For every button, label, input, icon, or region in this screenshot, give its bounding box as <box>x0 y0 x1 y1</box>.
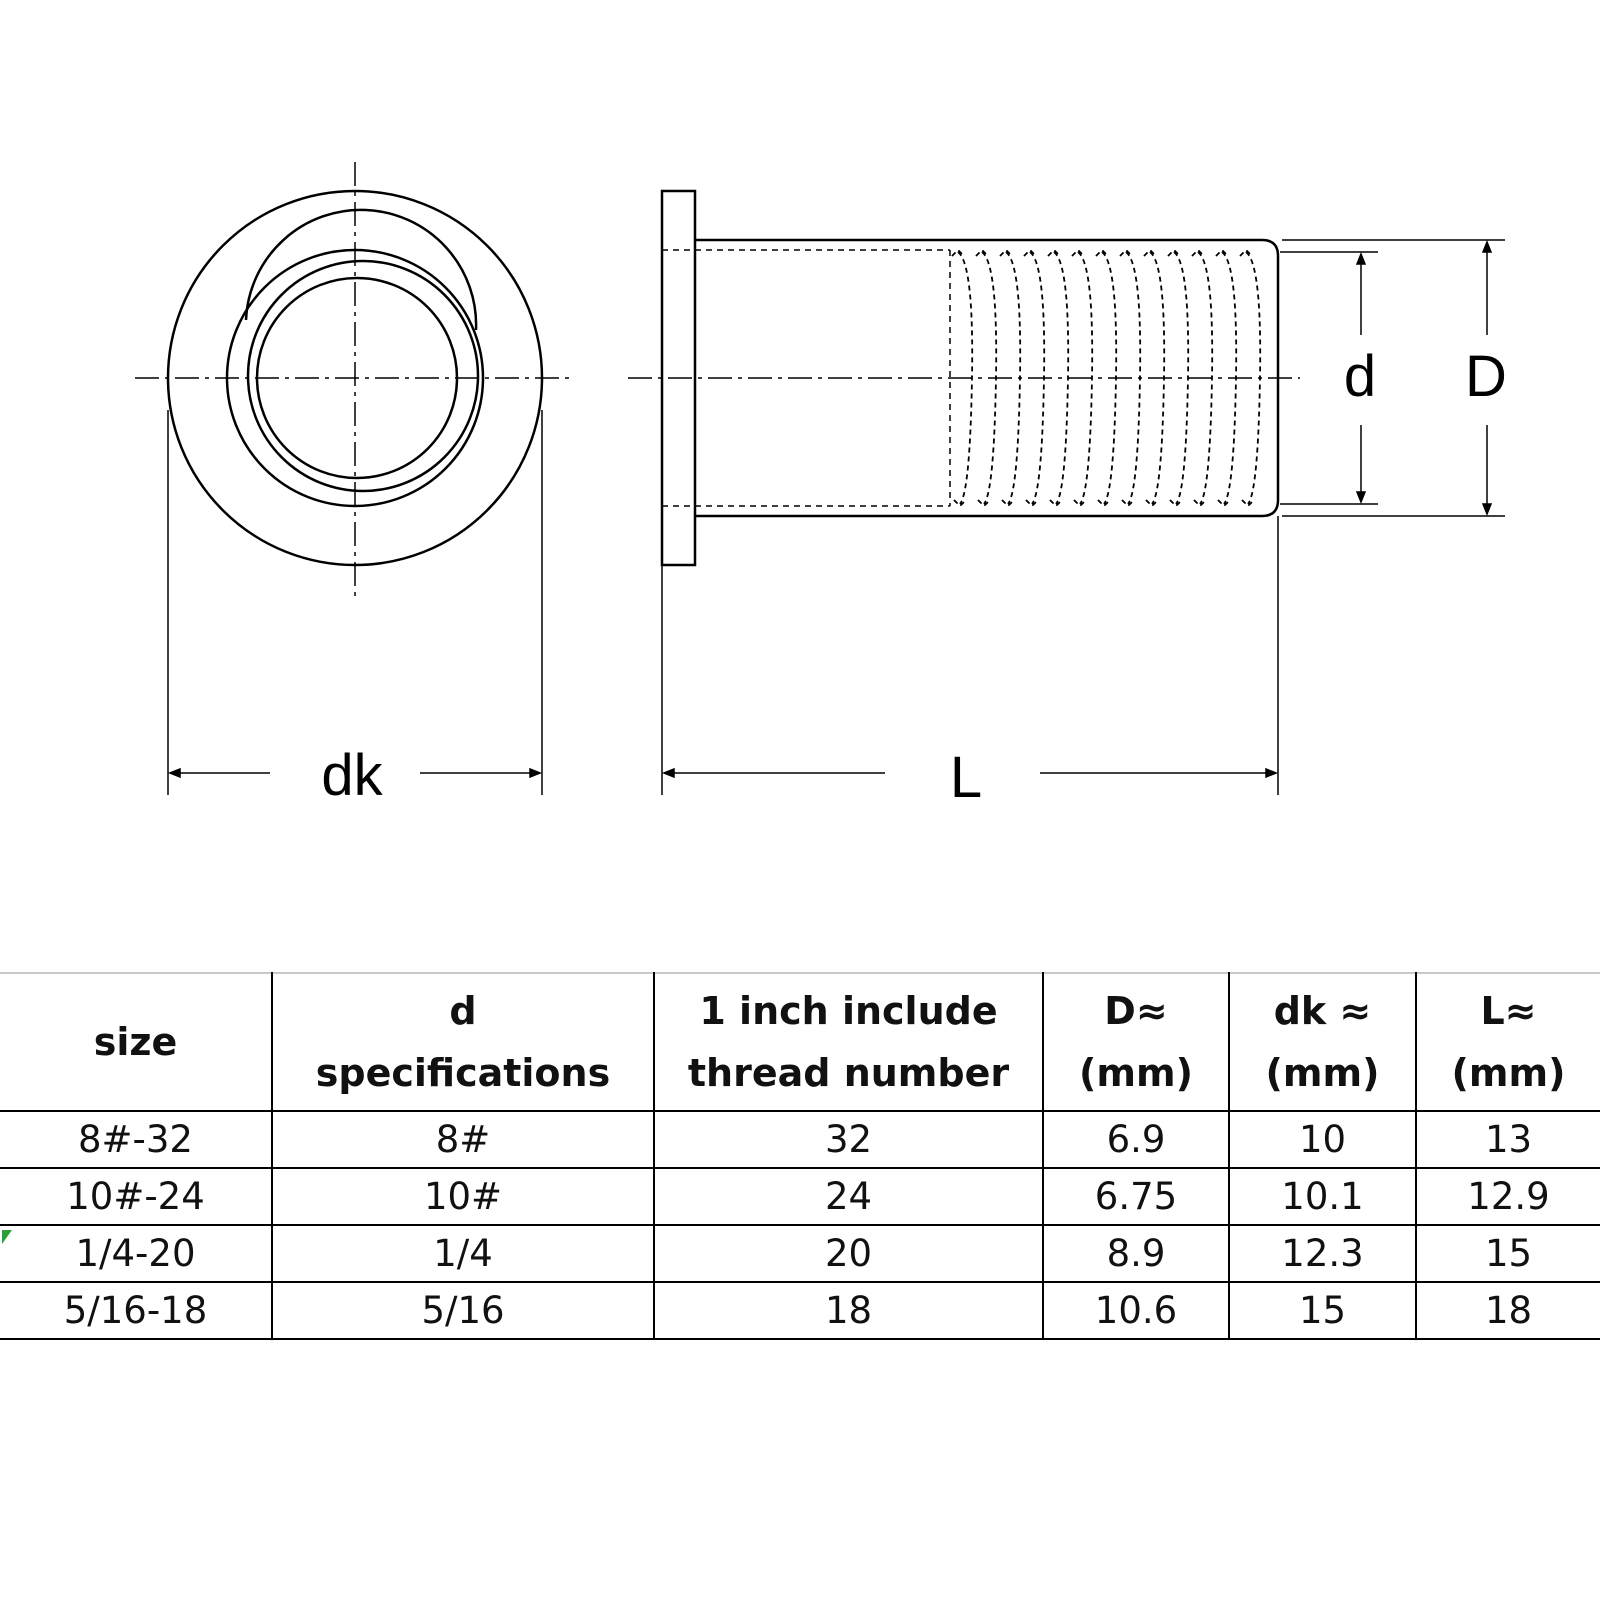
cell-thread: 20 <box>654 1225 1044 1283</box>
thread-crest <box>1215 248 1231 508</box>
thread-crest <box>975 248 991 508</box>
thread-crest <box>1119 248 1135 508</box>
cell-D: 6.75 <box>1043 1168 1230 1226</box>
d-dimension <box>1280 251 1378 505</box>
thread-crest <box>1167 248 1183 508</box>
thread-crest <box>999 248 1015 508</box>
inner-hidden-lines <box>662 249 951 507</box>
cell-L: 18 <box>1416 1282 1600 1340</box>
cell-thread: 18 <box>654 1282 1044 1340</box>
cell-thread: 24 <box>654 1168 1044 1226</box>
thread-crest <box>1239 248 1255 508</box>
thread-crest <box>1143 248 1159 508</box>
cell-D: 8.9 <box>1043 1225 1230 1283</box>
cell-size: 10#-24 <box>0 1168 273 1226</box>
thread-crest <box>1191 248 1207 508</box>
bore-edge <box>244 208 478 331</box>
cell-dk: 15 <box>1229 1282 1417 1340</box>
cell-size: 8#-32 <box>0 1111 273 1169</box>
header-dk: dk ≈(mm) <box>1229 972 1417 1112</box>
dk-dimension <box>167 410 543 795</box>
cell-d: 10# <box>272 1168 655 1226</box>
thread-crest <box>1095 248 1111 508</box>
cell-thread: 32 <box>654 1111 1044 1169</box>
D-label: D <box>1465 344 1507 409</box>
cell-L: 13 <box>1416 1111 1600 1169</box>
cell-size: 5/16-18 <box>0 1282 273 1340</box>
cell-d: 8# <box>272 1111 655 1169</box>
thread-crest <box>951 248 967 508</box>
cell-D: 10.6 <box>1043 1282 1230 1340</box>
front-center-lines <box>135 162 575 598</box>
cell-L: 15 <box>1416 1225 1600 1283</box>
table-row: 1/4-20 1/4 20 8.9 12.3 15 <box>0 1225 1600 1283</box>
cell-dk: 12.3 <box>1229 1225 1417 1283</box>
cell-size: 1/4-20 <box>0 1225 273 1283</box>
cell-L: 12.9 <box>1416 1168 1600 1226</box>
header-D: D≈(mm) <box>1043 972 1230 1112</box>
front-view <box>135 162 575 795</box>
table-row: 5/16-18 5/16 18 10.6 15 18 <box>0 1282 1600 1340</box>
bore-outer-circle <box>246 259 480 493</box>
L-dimension <box>661 516 1279 795</box>
cell-d: 1/4 <box>272 1225 655 1283</box>
side-view <box>628 189 1505 795</box>
thread-crest <box>1071 248 1087 508</box>
rivet-nut-drawing: dk L d D <box>135 162 1507 810</box>
header-size: size <box>0 972 273 1112</box>
D-dimension <box>1282 239 1505 517</box>
table-row: 8#-32 8# 32 6.9 10 13 <box>0 1111 1600 1169</box>
dk-label: dk <box>321 743 383 808</box>
cell-dk: 10.1 <box>1229 1168 1417 1226</box>
thread-crest <box>1047 248 1063 508</box>
L-label: L <box>950 745 982 810</box>
cell-d: 5/16 <box>272 1282 655 1340</box>
d-label: d <box>1344 344 1376 409</box>
cell-D: 6.9 <box>1043 1111 1230 1169</box>
thread-crest <box>1023 248 1039 508</box>
table-row: 10#-24 10# 24 6.75 10.1 12.9 <box>0 1168 1600 1226</box>
header-L: L≈(mm) <box>1416 972 1600 1112</box>
cell-dk: 10 <box>1229 1111 1417 1169</box>
